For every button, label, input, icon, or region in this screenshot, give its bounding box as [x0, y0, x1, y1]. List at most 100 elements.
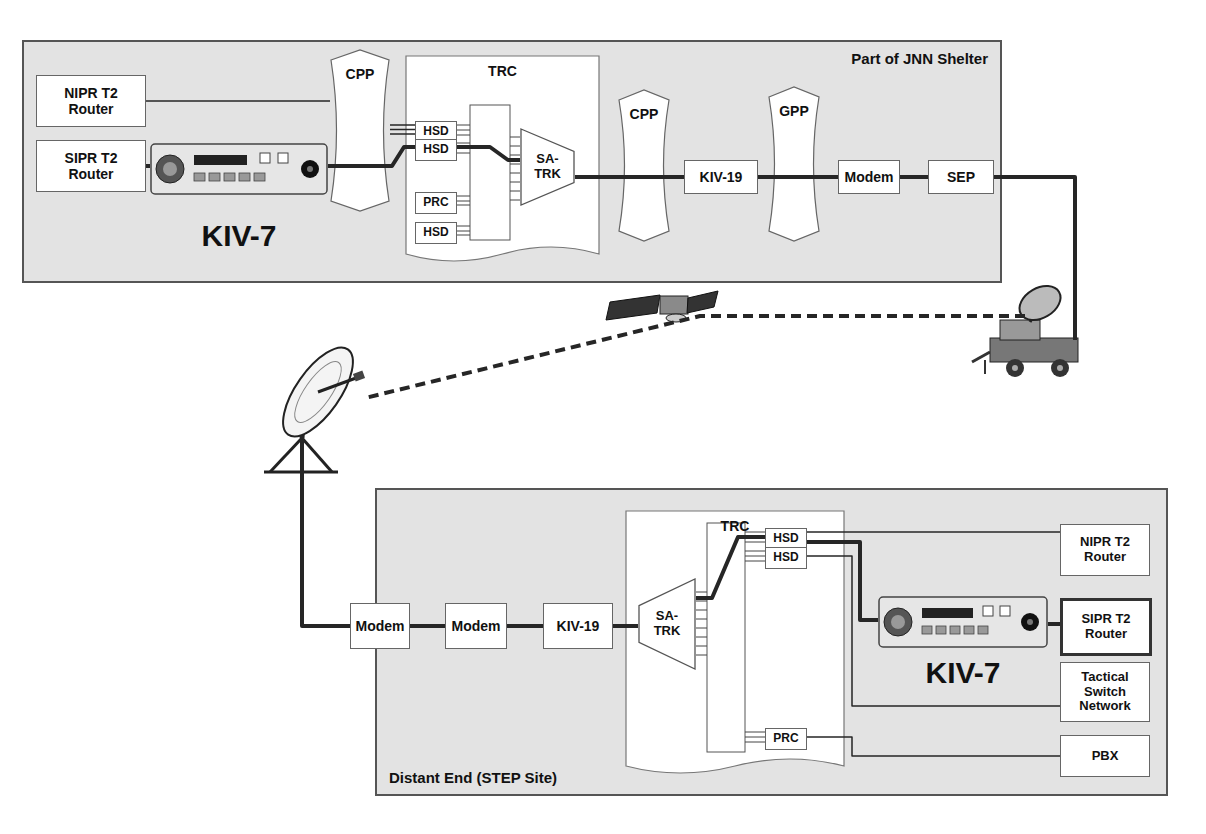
trunk-module: SA-TRK — [520, 128, 575, 206]
node-label: KIV-7 — [925, 656, 1000, 691]
link-segment — [507, 624, 543, 628]
node-label: Modem — [845, 169, 894, 185]
link-segment — [146, 164, 150, 168]
link-line — [390, 125, 415, 134]
node-label: HSD — [423, 143, 448, 157]
equipment-box: PBX — [1060, 735, 1150, 777]
link-segment — [807, 737, 1060, 756]
link-segment — [457, 147, 520, 160]
link-segment — [807, 531, 1060, 533]
satellite-icon — [606, 291, 718, 322]
node-label: SA-TRK — [530, 152, 566, 182]
link-line — [146, 101, 330, 102]
node-label: CPP — [346, 66, 375, 82]
equipment-box: NIPR T2 Router — [1060, 524, 1150, 576]
node-label: HSD — [423, 125, 448, 139]
link-segment — [575, 175, 684, 179]
kiv7-device-picture — [150, 143, 328, 195]
link-line — [807, 556, 1060, 706]
node-label: PRC — [773, 732, 798, 746]
equipment-box: PRC — [415, 192, 457, 214]
node-label: SA-TRK — [649, 609, 685, 639]
equipment-box: NIPR T2 Router — [36, 75, 146, 127]
link-line — [575, 177, 684, 178]
site-panel: Part of JNN ShelterNIPR T2 RouterSIPR T2… — [22, 40, 1002, 283]
link-segment — [807, 542, 878, 620]
patch-panel: CPP — [330, 48, 390, 213]
link-line — [807, 542, 878, 620]
link-line — [807, 532, 1060, 533]
node-label: KIV-19 — [557, 618, 600, 634]
equipment-box: SIPR T2 Router — [1060, 598, 1152, 656]
link-line — [410, 626, 445, 627]
site-panel: Distant End (STEP Site)ModemModemKIV-19T… — [375, 488, 1168, 796]
equipment-box: HSD — [415, 139, 457, 161]
link-segment — [390, 133, 415, 135]
link-segment — [1048, 622, 1060, 626]
node-label: TRC — [721, 518, 750, 534]
link-segment — [390, 129, 415, 131]
link-segment — [390, 124, 415, 126]
link-segment — [365, 316, 1025, 398]
link-segment — [302, 436, 350, 626]
node-label: Part of JNN Shelter — [851, 50, 988, 67]
link-segment — [807, 556, 1060, 706]
link-segment — [696, 537, 765, 598]
equipment-box: SEP — [928, 160, 994, 194]
link-line — [900, 177, 928, 178]
node-label: KIV-19 — [700, 169, 743, 185]
link-line — [146, 166, 150, 167]
link-line — [1048, 624, 1060, 625]
node-label: HSD — [423, 226, 448, 240]
link-line — [758, 177, 838, 178]
link-line — [302, 177, 1075, 626]
node-label: TRC — [488, 63, 517, 79]
ground-dish-icon — [264, 337, 366, 472]
node-label: GPP — [779, 103, 809, 119]
node-label: PRC — [423, 196, 448, 210]
node-label: NIPR T2 Router — [50, 85, 132, 117]
equipment-box: HSD — [765, 547, 807, 569]
node-label: Modem — [452, 618, 501, 634]
node-label: HSD — [773, 551, 798, 565]
link-segment — [410, 624, 445, 628]
patch-panel: GPP — [768, 85, 820, 243]
link-segment — [328, 147, 415, 166]
node-label: SIPR T2 Router — [1066, 612, 1146, 642]
equipment-box: Modem — [445, 603, 507, 649]
node-label: HSD — [773, 532, 798, 546]
equipment-box: HSD — [415, 222, 457, 244]
trc-switch: TRC HSD HSD PRC HSD SA-TRK — [405, 55, 600, 270]
patch-panel: CPP — [618, 88, 670, 243]
trc-switch: TRC SA-TRK HSD HSD PRC — [625, 510, 845, 782]
crypto-device: KIV-7 — [878, 596, 1048, 692]
node-label: PBX — [1092, 749, 1119, 764]
link-line — [328, 147, 415, 166]
node-label: Modem — [356, 618, 405, 634]
node-label: NIPR T2 Router — [1065, 535, 1145, 565]
trunk-module: SA-TRK — [638, 578, 696, 670]
equipment-box: Tactical Switch Network — [1060, 662, 1150, 722]
link-line — [807, 737, 1060, 756]
equipment-box: SIPR T2 Router — [36, 140, 146, 192]
link-segment — [994, 177, 1075, 340]
equipment-box: Modem — [838, 160, 900, 194]
satellite-trailer-icon — [972, 279, 1078, 377]
link-segment — [900, 175, 928, 179]
link-line — [696, 537, 765, 598]
equipment-box: Modem — [350, 603, 410, 649]
node-label: KIV-7 — [201, 219, 276, 254]
link-line — [613, 626, 638, 627]
node-label: SEP — [947, 169, 975, 185]
equipment-box: KIV-19 — [543, 603, 613, 649]
link-segment — [758, 175, 838, 179]
crypto-device: KIV-7 — [150, 143, 328, 255]
link-segment — [613, 624, 638, 628]
node-label: Distant End (STEP Site) — [389, 769, 557, 786]
link-line — [507, 626, 543, 627]
equipment-box: PRC — [765, 728, 807, 750]
kiv7-device-picture — [878, 596, 1048, 648]
node-label: SIPR T2 Router — [50, 150, 132, 182]
